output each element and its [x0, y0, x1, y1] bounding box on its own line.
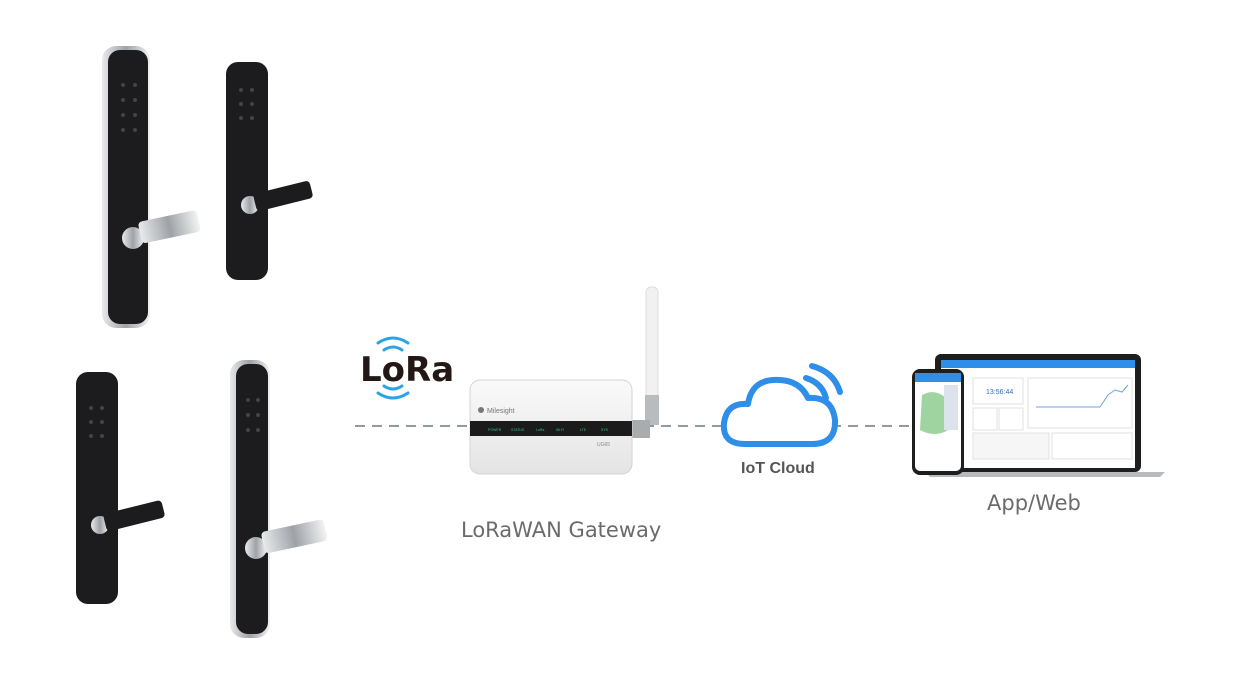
gateway-label: LoRaWAN Gateway: [461, 518, 661, 542]
laptop-dashboard: 13:56:44: [925, 354, 1165, 477]
svg-text:Wi-Fi: Wi-Fi: [556, 428, 564, 432]
svg-text:STATUS: STATUS: [511, 428, 525, 432]
cloud-icon: [720, 363, 843, 447]
svg-text:Milesight: Milesight: [487, 408, 515, 415]
gateway-device: Milesight POWER STATUS LoRa Wi-Fi LTE SY…: [469, 286, 659, 475]
cloud-label: IoT Cloud: [741, 460, 815, 477]
svg-text:UG65: UG65: [597, 442, 610, 448]
smart-lock-3: [76, 372, 165, 604]
app-web-label: App/Web: [987, 491, 1081, 515]
svg-text:LoRa: LoRa: [360, 350, 454, 390]
svg-text:POWER: POWER: [488, 428, 502, 432]
smart-lock-2: [226, 62, 313, 280]
lora-logo: LoRa: [360, 336, 454, 400]
svg-text:LTE: LTE: [580, 428, 587, 432]
smart-lock-4: [230, 360, 328, 638]
svg-text:LoRa: LoRa: [536, 428, 544, 432]
smart-lock-1: [102, 46, 201, 328]
phone-app: [912, 369, 964, 475]
svg-text:SYS: SYS: [601, 428, 609, 432]
svg-text:13:56:44: 13:56:44: [986, 389, 1013, 396]
